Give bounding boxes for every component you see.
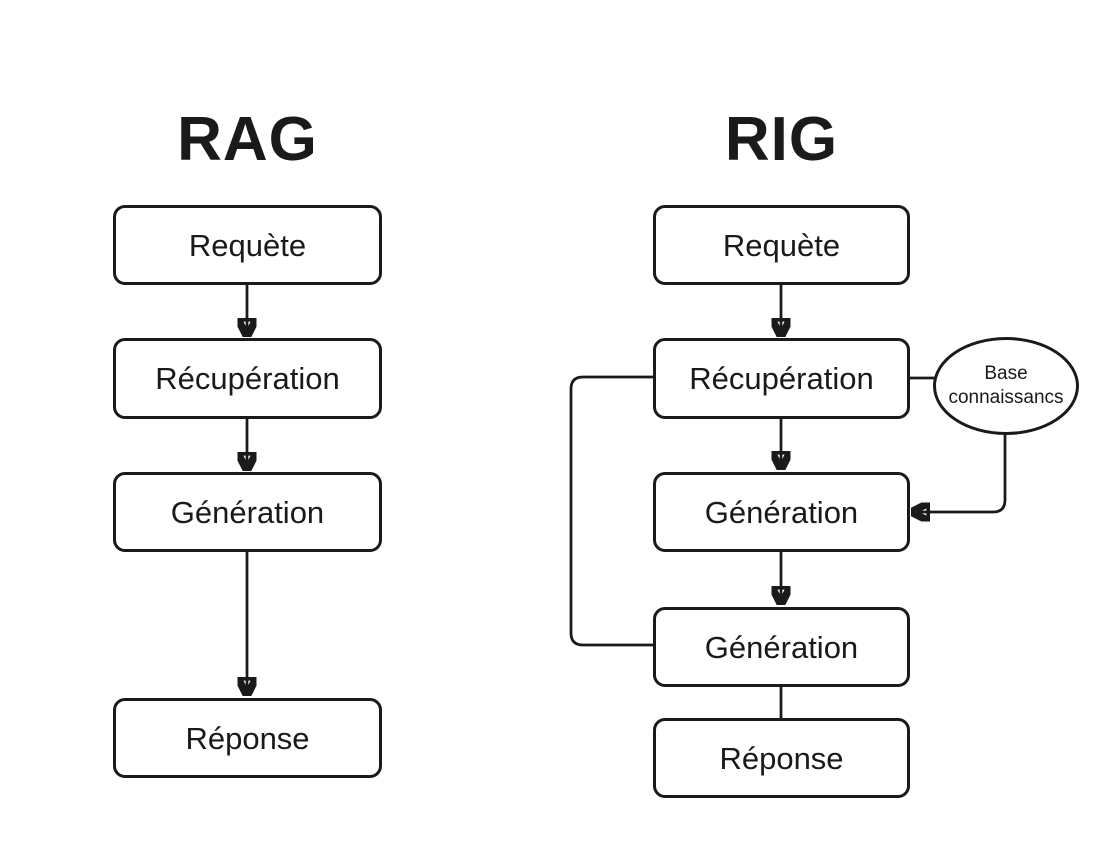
rag-node-requete: Requète xyxy=(113,205,382,285)
rag-node-generation: Génération xyxy=(113,472,382,552)
node-label: Requète xyxy=(722,227,841,263)
rig-title: RIG xyxy=(724,105,839,174)
rig-node-generation-2: Génération xyxy=(653,607,910,687)
node-label: Génération xyxy=(704,494,859,530)
knowledge-base-label-line2: connaissancs xyxy=(948,387,1064,408)
rig-node-generation-1: Génération xyxy=(653,472,910,552)
node-label: Requète xyxy=(188,227,307,263)
node-label: Réponse xyxy=(185,720,310,756)
rag-node-recuperation: Récupération xyxy=(113,338,382,419)
rig-node-recuperation: Récupération xyxy=(653,338,910,419)
knowledge-base-label-line1: Base xyxy=(984,363,1028,385)
rig-arrow-knowledge-base-to-generation1 xyxy=(915,430,1007,512)
rag-title: RAG xyxy=(177,105,318,174)
node-label: Génération xyxy=(170,494,325,530)
node-label: Récupération xyxy=(689,361,874,396)
rig-node-reponse: Réponse xyxy=(653,718,910,798)
node-label: Réponse xyxy=(719,740,844,776)
rig-knowledge-base-ellipse: Base connaissancs xyxy=(933,337,1079,435)
node-label: Génération xyxy=(704,629,859,665)
rag-node-reponse: Réponse xyxy=(113,698,382,778)
node-label: Récupération xyxy=(155,361,340,396)
rig-node-requete: Requète xyxy=(653,205,910,285)
rig-loop-generation2-to-recuperation xyxy=(569,375,653,647)
